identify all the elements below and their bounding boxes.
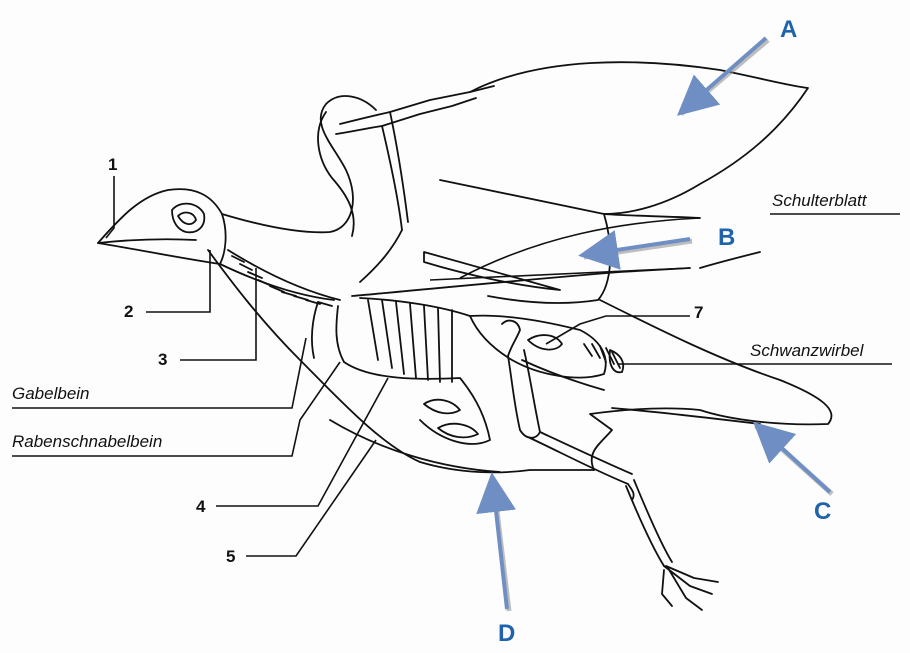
sternum-keel xyxy=(344,362,490,444)
arrow-c xyxy=(762,430,830,492)
furcula xyxy=(312,302,318,358)
tail-outline xyxy=(590,300,831,470)
back-line xyxy=(352,268,690,296)
arrow-a xyxy=(686,38,766,108)
arrow-d xyxy=(493,484,507,609)
schwanz-leader-top xyxy=(700,252,760,268)
label-number-1: 1 xyxy=(108,156,117,173)
hand-bones xyxy=(382,86,494,126)
tail-mid-line xyxy=(612,408,760,424)
forearm-ulna xyxy=(336,126,402,230)
belly-line xyxy=(330,420,500,472)
pelvis-lower xyxy=(522,360,604,390)
label-schwanzwirbel: Schwanzwirbel xyxy=(750,342,863,359)
sternum-notch-2 xyxy=(438,424,478,438)
label-letter-a: A xyxy=(780,18,797,42)
arrow-b xyxy=(590,239,690,254)
beak-lower xyxy=(98,239,196,243)
femur xyxy=(502,321,520,356)
label-rabenschnabelbein: Rabenschnabelbein xyxy=(12,433,162,450)
label-number-2: 2 xyxy=(124,303,133,320)
leader-line-5 xyxy=(246,440,376,556)
label-letter-d: D xyxy=(498,622,515,646)
label-number-5: 5 xyxy=(226,548,235,565)
sternum-notch xyxy=(424,400,460,414)
toes xyxy=(662,566,718,610)
cervical-vertebrae xyxy=(232,256,332,306)
label-number-4: 4 xyxy=(196,498,205,515)
wing-outline xyxy=(440,62,808,214)
tarsometatarsus xyxy=(626,486,664,566)
label-number-3: 3 xyxy=(158,351,167,368)
skull-outline xyxy=(98,189,226,264)
leader-line-7 xyxy=(546,316,690,344)
tarsometatarsus-back xyxy=(634,480,672,562)
femur-shaft xyxy=(508,350,540,438)
label-letter-b: B xyxy=(718,226,735,250)
upper-arm-lower xyxy=(360,230,402,282)
eye-socket xyxy=(172,204,204,233)
tail-vertebrae xyxy=(584,344,620,368)
label-letter-c: C xyxy=(814,500,831,524)
wing-feather-line xyxy=(604,214,700,218)
label-schulterblatt: Schulterblatt xyxy=(772,192,867,209)
rib-cage-top xyxy=(360,298,470,316)
label-number-7: 7 xyxy=(694,304,703,321)
rib-cage xyxy=(368,300,452,382)
leader-line-2 xyxy=(146,250,210,312)
coracoid xyxy=(336,306,344,362)
eye-inner xyxy=(178,213,196,225)
tibiotarsus-back xyxy=(540,432,632,474)
scapula xyxy=(424,252,560,290)
label-gabelbein: Gabelbein xyxy=(12,385,90,402)
leader-line-3 xyxy=(180,268,256,360)
neck-lower-outline xyxy=(220,264,334,300)
tibiotarsus xyxy=(530,438,634,500)
leader-line-4 xyxy=(216,378,388,506)
